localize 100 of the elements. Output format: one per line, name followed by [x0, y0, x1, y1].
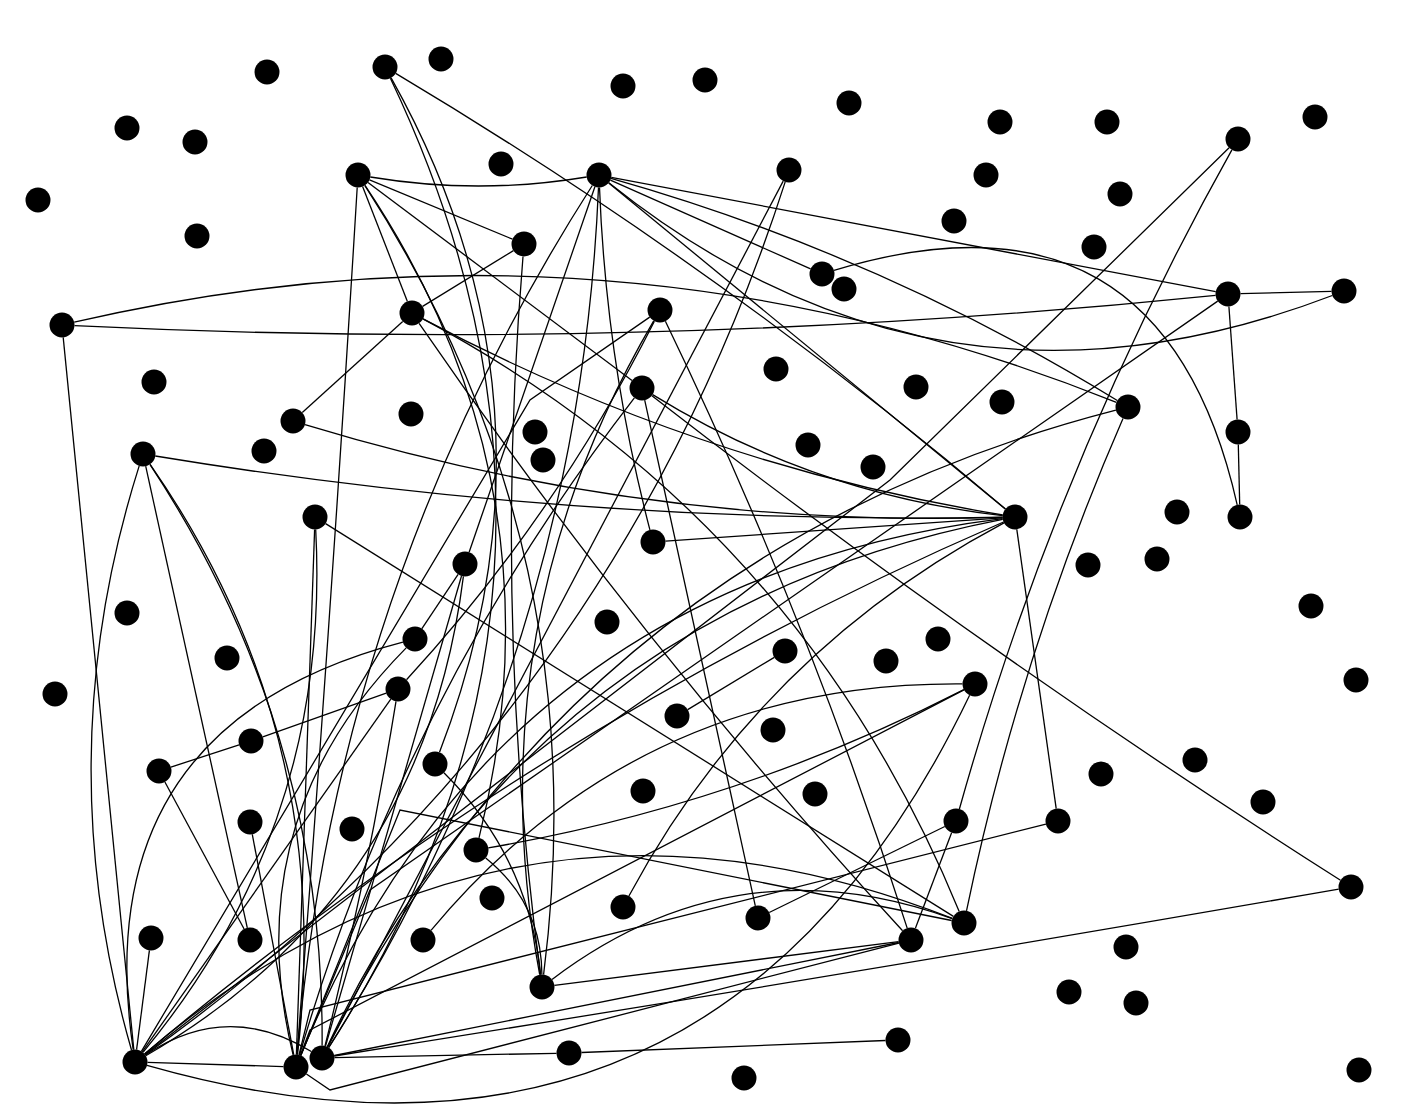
connector-line [664, 517, 1004, 542]
connector-line [141, 698, 392, 1053]
connector-line [327, 180, 784, 1048]
node-dot [898, 927, 924, 953]
node-dot [776, 157, 802, 183]
connector-line [421, 249, 515, 308]
connector-line [369, 176, 588, 187]
node-dot [1215, 281, 1241, 307]
node-dot [586, 162, 612, 188]
node-dot [146, 758, 172, 784]
node-dot [943, 808, 969, 834]
node-dot [399, 300, 425, 326]
node-dot [25, 187, 51, 213]
node-dot [385, 676, 411, 702]
node-dot [1045, 808, 1071, 834]
connector-line [430, 683, 964, 932]
node-dot [860, 454, 886, 480]
node-dot [1298, 593, 1324, 619]
node-dot [410, 927, 436, 953]
connector-line [395, 72, 1007, 510]
node-dot [1227, 504, 1253, 530]
connector-line [1016, 528, 1057, 810]
node-dot [745, 905, 771, 931]
node-dot [731, 1065, 757, 1091]
node-dot [1343, 667, 1369, 693]
node-dot [422, 751, 448, 777]
connector-line [324, 522, 955, 918]
node-dot [214, 645, 240, 671]
node-dot [610, 73, 636, 99]
connector-line [298, 397, 636, 1056]
node-dot [692, 67, 718, 93]
node-dot [114, 600, 140, 626]
connector-line [664, 320, 908, 929]
node-dot [130, 441, 156, 467]
connector-line [142, 528, 318, 1054]
connector-line [301, 320, 404, 414]
connector-line [300, 809, 953, 1057]
node-dot [760, 717, 786, 743]
connector-line [364, 184, 555, 976]
node-dot [594, 609, 620, 635]
node-dot [809, 261, 835, 287]
connector-line [608, 182, 1006, 510]
node-dot [488, 151, 514, 177]
node-dot [1144, 546, 1170, 572]
node-dot [941, 208, 967, 234]
connector-line [144, 147, 1230, 1056]
connector-line [510, 255, 542, 976]
node-dot [280, 408, 306, 434]
node-dot [138, 925, 164, 951]
node-dot [1164, 499, 1190, 525]
node-dot [122, 1049, 148, 1075]
connector-line [608, 182, 1333, 351]
connector-line [958, 149, 1233, 810]
node-dot [987, 109, 1013, 135]
node-dot [640, 529, 666, 555]
node-dot [283, 1054, 309, 1080]
connector-line [610, 176, 1217, 293]
connector-line [73, 294, 1217, 336]
node-dot [556, 1040, 582, 1066]
node-dot [141, 369, 167, 395]
node-dot [49, 312, 75, 338]
node-dot [1346, 1057, 1372, 1083]
connector-line [324, 575, 463, 1047]
connector-line [768, 825, 946, 914]
node-dot [402, 626, 428, 652]
connector-line [551, 889, 953, 981]
connector-line [553, 940, 900, 987]
node-dot [237, 809, 263, 835]
node-dot [479, 885, 505, 911]
connector-line [468, 186, 596, 553]
connector-line [610, 177, 1118, 402]
connector-line [262, 692, 387, 738]
node-dot [302, 504, 328, 530]
node-dot [973, 162, 999, 188]
connector-line [1237, 443, 1241, 506]
connector-line [443, 772, 542, 976]
connector-line [1228, 305, 1238, 421]
node-dot [925, 626, 951, 652]
node-dot [452, 551, 478, 577]
connector-line [333, 941, 900, 1057]
connector-line [644, 399, 756, 907]
node-dot [238, 728, 264, 754]
connector-line [833, 247, 1238, 506]
node-dot [398, 401, 424, 427]
connector-line [651, 393, 1004, 517]
connector-line [485, 857, 543, 976]
connector-line [328, 77, 497, 1049]
node-dot [885, 1027, 911, 1053]
connector-line [965, 417, 1124, 912]
connector-line [295, 528, 316, 1056]
connector-line [305, 942, 900, 1091]
connector-line [1239, 290, 1333, 295]
connector-line [687, 656, 775, 711]
node-dot [1331, 278, 1357, 304]
connector-line [304, 423, 1004, 520]
connector-line [367, 181, 633, 382]
node-dot [647, 297, 673, 323]
node-dot [1002, 504, 1028, 530]
node-dot [184, 223, 210, 249]
connector-line [324, 700, 397, 1047]
